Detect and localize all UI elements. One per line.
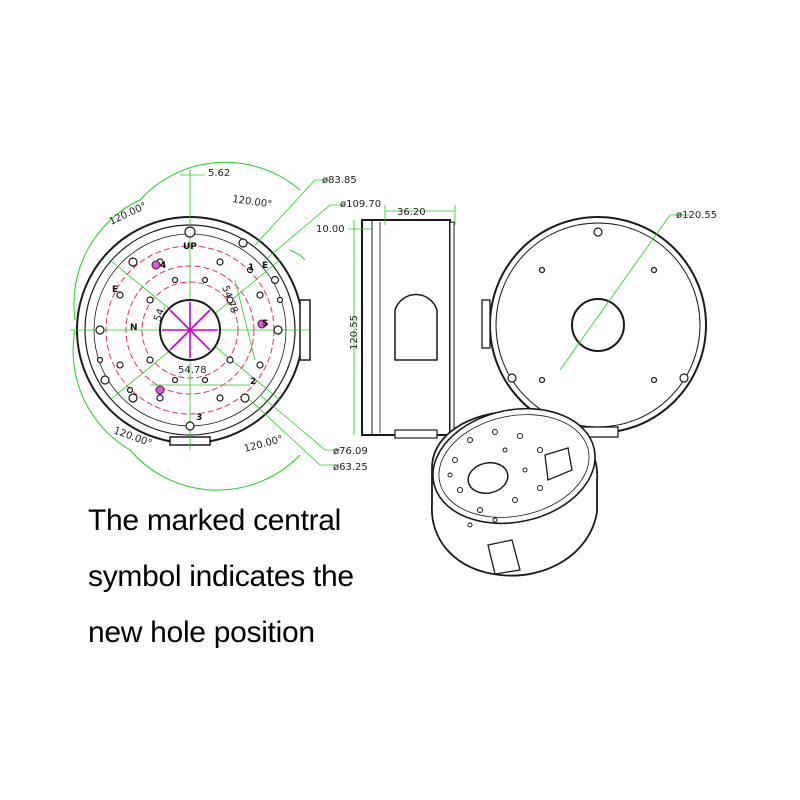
mark-s: S (262, 319, 268, 329)
bottom-view: ø120.55 (481, 210, 717, 438)
dim-dia-83: ø83.85 (322, 175, 357, 186)
mark-3: 3 (196, 413, 202, 423)
dim-side-wall: 10.00 (316, 224, 345, 235)
dim-side-depth: 36.20 (397, 207, 426, 218)
mark-up: UP (183, 242, 197, 252)
mark-n: N (130, 323, 138, 333)
top-view: UP 1 N 2 3 E E S 4 5.62 120.00° 120.00° … (70, 161, 381, 491)
mark-e2: E (262, 261, 268, 271)
dim-inner-left: 54. (152, 304, 168, 323)
dim-angle-top: 120.00° (232, 194, 273, 210)
new-hole-markers (151, 260, 267, 395)
dim-angle-bottom-right: 120.00° (243, 434, 284, 455)
side-view: 36.20 10.00 120.55 (316, 205, 456, 439)
dim-dia-63: ø63.25 (333, 462, 368, 473)
dim-top-offset: 5.62 (208, 168, 230, 179)
dim-dia-120: ø120.55 (676, 210, 717, 221)
caption-line-2: symbol indicates the (88, 560, 354, 593)
mark-2: 2 (250, 377, 256, 387)
dim-dia-109: ø109.70 (340, 199, 381, 210)
dim-inner-bottom: 54.78 (178, 365, 207, 376)
dim-side-height: 120.55 (349, 315, 360, 350)
isometric-view (431, 407, 598, 577)
caption: The marked central symbol indicates the … (88, 493, 418, 661)
mark-1: 1 (248, 263, 254, 273)
mark-4: 4 (160, 261, 166, 271)
caption-line-1: The marked central (88, 504, 342, 537)
dim-dia-76: ø76.09 (333, 446, 368, 457)
dim-angle-top-left: 120.00° (108, 201, 149, 228)
center-symbol (162, 302, 218, 358)
mark-e1: E (112, 285, 118, 295)
caption-line-3: new hole position (88, 616, 315, 649)
